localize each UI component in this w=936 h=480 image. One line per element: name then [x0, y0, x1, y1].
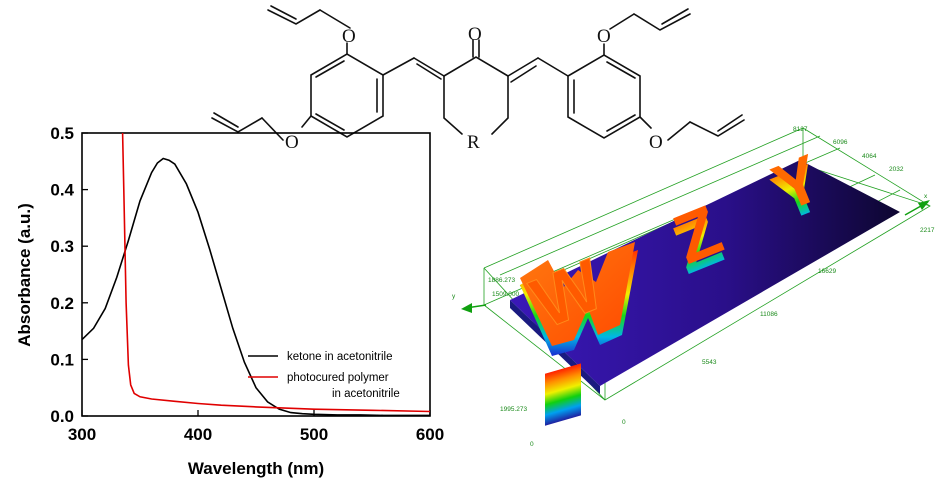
x-tick-label: 400: [184, 425, 212, 444]
atom-label: O: [597, 26, 611, 47]
axis-tick-label: 1886.273: [488, 277, 515, 284]
legend: ketone in acetonitrile photocured polyme…: [248, 351, 400, 400]
axis-tick-label: 16629: [818, 268, 836, 275]
x-axis-label: Wavelength (nm): [188, 459, 324, 478]
y-tick-label: 0.0: [50, 407, 74, 426]
x-tick-label: 300: [68, 425, 96, 444]
x-axis-name: x: [924, 193, 928, 200]
legend-label-ketone: ketone in acetonitrile: [287, 351, 392, 363]
atom-label: O: [342, 26, 356, 47]
y-tick-label: 0.5: [50, 124, 74, 143]
y-axis-name: y: [452, 293, 456, 300]
y-tick-label: 0.3: [50, 237, 74, 256]
colorbar-min-label: 0: [530, 441, 534, 448]
axis-tick-label: 4064: [862, 153, 877, 160]
series-line-photocured-polymer: [121, 132, 431, 413]
y-tick-label: 0.4: [50, 181, 74, 200]
surface-3d-plot: W Z Z Y Y x y 8127 6096 4064 2032 2217 1…: [452, 126, 935, 448]
axis-tick-label: 1509.000: [492, 291, 519, 298]
axis-tick-label: 5543: [702, 359, 717, 366]
axis-tick-label: 11086: [760, 311, 778, 318]
colorbar-max-label: 1995.273: [500, 406, 527, 413]
atom-label: O: [285, 132, 299, 153]
legend-label-polymer-line2: in acetonitrile: [332, 388, 400, 400]
y-tick-label: 0.1: [50, 350, 74, 369]
x-axis-arrow: [918, 200, 930, 210]
molecular-structure: O O O O O R: [211, 5, 745, 153]
legend-label-polymer-line1: photocured polymer: [287, 372, 389, 384]
axis-tick-label: 2217: [920, 227, 935, 234]
axis-tick-label: 8127: [793, 126, 808, 133]
series-line-ketone: [81, 157, 430, 417]
colorbar: [545, 363, 581, 426]
absorbance-chart: 0.0 0.1 0.2 0.3 0.4 0.5 300 400 500 600 Waveleng…: [15, 124, 444, 478]
y-tick-label: 0.2: [50, 294, 74, 313]
y-axis-arrow: [461, 303, 472, 313]
axis-tick-label: 0: [622, 419, 626, 426]
x-tick-label: 500: [300, 425, 328, 444]
atom-label: O: [468, 24, 482, 45]
y-axis-label: Absorbance (a.u.): [15, 203, 34, 347]
atom-label: O: [649, 132, 663, 153]
axis-tick-label: 2032: [889, 166, 904, 173]
x-tick-label: 600: [416, 425, 444, 444]
axis-tick-label: 6096: [833, 139, 848, 146]
plot-frame: [81, 132, 431, 417]
atom-label: R: [467, 132, 480, 153]
